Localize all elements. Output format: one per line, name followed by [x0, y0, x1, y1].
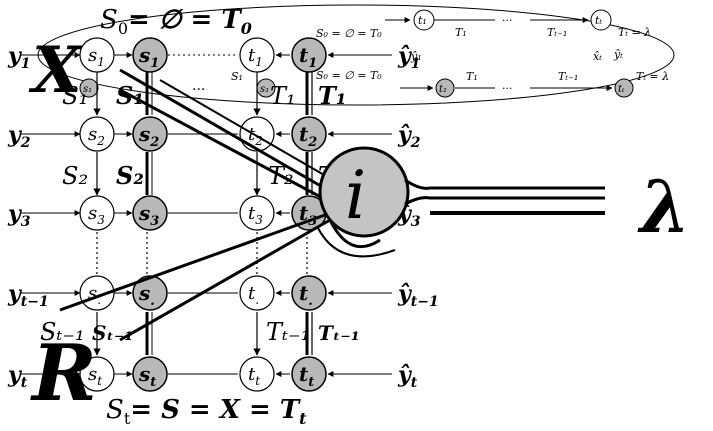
row-5-yhat-label: ŷt: [397, 362, 418, 391]
row-5-s-filled-label: st: [138, 362, 156, 390]
row-4-yhat-label: ŷt−1: [397, 281, 439, 310]
row-5-y-label: yt: [7, 362, 28, 391]
mini-Tt-label: Tₜ = λ: [618, 26, 651, 39]
row-1-s-open-node: [79, 37, 115, 73]
row-5-t-open-node: [239, 356, 275, 392]
row-5-t-filled-label: tt: [299, 362, 314, 390]
row-2-t-open-label: t2: [248, 124, 263, 148]
mini2-S1-label: S₁: [231, 70, 243, 83]
mini-row-2: S₀ = ∅ = T₀ s₁ S₁ s₁ t₁ T₁ ··· Tₜ₋₁ tₜ T…: [79, 69, 669, 98]
row-1-s-filled-label: s1: [138, 43, 159, 71]
big-R-symbol: R: [30, 328, 97, 419]
row-3-s-open-label: s3: [88, 203, 105, 227]
mini2-dots: ···: [502, 82, 513, 95]
row-3-t-open-label: t3: [248, 203, 263, 227]
mini2-Tt-label: Tₜ = λ: [636, 70, 669, 83]
row-2-yhat-label: ŷ2: [397, 122, 421, 151]
top-equation: S0= ∅ = T0: [100, 5, 252, 38]
mini-s0-label: S₀ = ∅ = T₀: [316, 27, 382, 40]
lambda-symbol: λ: [637, 164, 690, 249]
row-3-t-filled-label: t3: [299, 201, 317, 229]
row-1-t-filled-node: [291, 37, 327, 73]
mini2-tt-node: tₜ: [618, 84, 625, 95]
vertical-edges: [93, 70, 313, 356]
edge-label-S1: S₁: [62, 82, 88, 110]
big-X-symbol: X: [28, 33, 84, 108]
row-3-y-label: y3: [7, 201, 31, 230]
edge-label-Tt1: Tₜ₋₁: [266, 318, 310, 346]
mini-T1-label: T₁: [455, 26, 467, 39]
edge-label-St1: Sₜ₋₁: [40, 318, 85, 346]
row-1-t-open-node: [239, 37, 275, 73]
edge-label-T1-bold: T₁: [318, 81, 346, 110]
row-3-s-filled-node: [132, 195, 168, 231]
row-1-t-open-label: t1: [248, 45, 263, 69]
row-5-s-open-label: st: [88, 364, 102, 388]
row-4-s-open-node: [79, 275, 115, 311]
row-2-s-open-node: [79, 116, 115, 152]
central-i-label: i: [345, 157, 366, 234]
edge-label-S2-bold: S₂: [116, 161, 144, 190]
row-4-s-open-label: s.: [88, 283, 101, 307]
row-5-t-filled-node: [291, 356, 327, 392]
row-4-y-label: yt−1: [7, 281, 49, 310]
edge-label-Tt1-bold: Tₜ₋₁: [318, 321, 360, 345]
mini-Tt1-label: Tₜ₋₁: [547, 26, 567, 39]
bottom-equation: St= S = X = Tt: [106, 395, 307, 428]
row-5-s-open-node: [79, 356, 115, 392]
edge-label-S2: S₂: [62, 162, 88, 190]
row-2-s-filled-label: s2: [138, 122, 159, 150]
mini-ythat: ŷₜ: [613, 48, 623, 61]
row-2-s-open-label: s2: [88, 124, 105, 148]
mini-tt-node: tₜ: [595, 14, 602, 27]
mini-t1-node: t₁: [418, 14, 427, 27]
row-1-yhat-label: ŷ1: [397, 43, 421, 72]
mini2-s1-node: s₁: [260, 84, 269, 95]
row-1-s-open-label: s1: [88, 45, 105, 69]
central-i-node: i: [317, 146, 410, 258]
edge-label-T1: T₁: [270, 82, 296, 110]
row-2-t-filled-node: [291, 116, 327, 152]
row-2-y-label: y2: [7, 122, 31, 151]
row-4-s-filled-label: s.: [138, 281, 155, 309]
row-2-t-filled-label: t2: [299, 122, 317, 150]
row-5-t-open-label: tt: [248, 364, 260, 388]
row-2-t-open-node: [239, 116, 275, 152]
row-2-s-filled-node: [132, 116, 168, 152]
mini2-s0-label: S₀ = ∅ = T₀: [316, 69, 382, 82]
mini2-t1-node: t₁: [439, 84, 447, 95]
row-3-t-open-node: [239, 195, 275, 231]
mini-row-1: S₀ = ∅ = T₀ t₁ T₁ ··· Tₜ₋₁ tₜ Tₜ = λ ŷ₁ …: [316, 9, 651, 63]
edge-label-dots: ···: [192, 82, 205, 98]
mini2-Tt1-label: Tₜ₋₁: [558, 70, 578, 83]
row-4-t-filled-node: [291, 275, 327, 311]
row-4-t-filled-label: t.: [299, 281, 313, 309]
mini2-left-s1-node: s₁: [83, 84, 92, 95]
row-3-s-open-node: [79, 195, 115, 231]
row-1-t-filled-label: t1: [299, 43, 317, 71]
output-lines: [404, 178, 605, 215]
row-1-y-label: y1: [7, 43, 31, 72]
edge-label-St1-bold: Sₜ₋₁: [92, 321, 133, 345]
row-1-s-filled-node: [132, 37, 168, 73]
row-4-s-filled-node: [132, 275, 168, 311]
row-5-s-filled-node: [132, 356, 168, 392]
diagonal-strokes: [59, 68, 351, 342]
row-3-s-filled-label: s3: [138, 201, 159, 229]
row-4-t-open-node: [239, 275, 275, 311]
mini2-T1-label: T₁: [466, 70, 478, 83]
row-4-t-open-label: t.: [248, 283, 259, 307]
mini-y1hat: ŷ₁: [410, 50, 422, 63]
mini-dots: ···: [502, 14, 513, 27]
mini-xthat: x̂ₜ: [593, 50, 602, 63]
